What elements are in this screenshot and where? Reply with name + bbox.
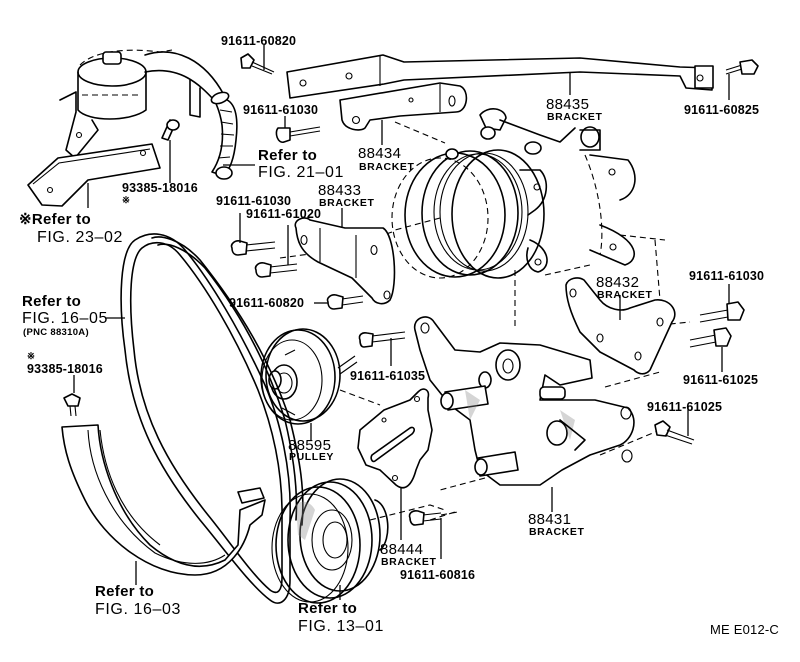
drive-belt: [105, 233, 304, 604]
label-bracket-88434-number: 88434: [358, 145, 402, 162]
bolt-91611-61030-left: [230, 213, 276, 256]
ref-fig-23-02-line1: ※Refer to: [19, 211, 91, 228]
label-bolt-91611-60820-top: 91611-60820: [221, 34, 297, 48]
label-bracket-88444-name: BRACKET: [381, 556, 437, 568]
ref-fig-16-05-line1: Refer to: [22, 293, 82, 310]
label-bracket-88431-name: BRACKET: [529, 526, 585, 538]
label-pulley-88595-name: PULLEY: [289, 451, 335, 463]
bolt-91611-60825: [725, 59, 759, 100]
label-bolt-91611-60825: 91611-60825: [684, 103, 760, 117]
label-bracket-88433-name: BRACKET: [319, 197, 375, 209]
ref-fig-13-01-line2[interactable]: FIG. 13–01: [298, 618, 385, 635]
bracket-88433: [294, 208, 396, 305]
screw-93385-lower: [63, 375, 81, 417]
label-bolt-91611-61020-left: 91611-61020: [246, 207, 322, 221]
bolt-91611-61035: [358, 331, 406, 366]
bolt-91611-61020-left: [254, 225, 298, 278]
bolt-91611-61025-right-lower: [654, 405, 695, 445]
ref-fig-16-05-line2[interactable]: FIG. 16–05: [22, 310, 109, 327]
pulley-88595: [260, 328, 358, 440]
bolt-91611-60820-top: [240, 45, 275, 75]
label-bolt-91611-61030-right: 91611-61030: [689, 269, 765, 283]
label-screw-93385-upper: 93385-18016: [122, 181, 198, 195]
marker-screw-93385-lower: ※: [27, 351, 36, 362]
label-bolt-91611-60816: 91611-60816: [400, 568, 476, 582]
ref-fig-16-03-line2[interactable]: FIG. 16–03: [95, 601, 182, 618]
label-screw-93385-lower: 93385-18016: [27, 362, 103, 376]
label-pulley-88595-number: 88595: [288, 437, 332, 454]
ac-compressor: [391, 108, 666, 279]
label-bolt-91611-61030-upper: 91611-61030: [243, 103, 319, 117]
label-bracket-88444-number: 88444: [380, 541, 424, 558]
bolt-91611-60820-left: [314, 294, 364, 310]
air-component-top-left: [59, 49, 238, 180]
label-bolt-91611-61025-right-upper: 91611-61025: [683, 373, 759, 387]
bolt-91611-61030-right: [699, 284, 745, 323]
label-bracket-88435-name: BRACKET: [547, 111, 603, 123]
label-bracket-88432-name: BRACKET: [597, 289, 653, 301]
screw-93385-upper: [161, 119, 180, 183]
drawing-code: ME E012-C: [710, 622, 779, 637]
bracket-88434: [339, 82, 468, 145]
label-bracket-88433-number: 88433: [318, 182, 362, 199]
label-bolt-91611-61035: 91611-61035: [350, 369, 426, 383]
label-bolt-91611-61030-left: 91611-61030: [216, 194, 292, 208]
label-bolt-91611-61025-right-lower: 91611-61025: [647, 400, 723, 414]
bracket-88431: [413, 316, 635, 512]
left-bracket-fig-23-02: [27, 143, 161, 208]
bracket-88432: [565, 277, 676, 375]
ref-fig-23-02-line2[interactable]: FIG. 23–02: [37, 229, 124, 246]
label-bracket-88432-number: 88432: [596, 274, 640, 291]
ref-fig-21-01-line2[interactable]: FIG. 21–01: [258, 164, 345, 181]
crankshaft-pulley: [271, 478, 389, 604]
marker-screw-93385-upper: ※: [122, 195, 131, 206]
label-bracket-88435-number: 88435: [546, 96, 590, 113]
ref-fig-16-03-line1: Refer to: [95, 583, 155, 600]
belt-guard: [61, 424, 266, 585]
bracket-88435: [286, 54, 714, 99]
label-bolt-91611-60820-left: 91611-60820: [229, 296, 305, 310]
label-bracket-88431-number: 88431: [528, 511, 572, 528]
ref-fig-16-05-note: (PNC 88310A): [23, 327, 89, 338]
bolt-91611-60816: [408, 510, 459, 559]
bolt-91611-61030-upper: [275, 116, 321, 143]
ref-fig-13-01-line1: Refer to: [298, 600, 358, 617]
label-bracket-88434-name: BRACKET: [359, 161, 415, 173]
ref-fig-21-01-line1: Refer to: [258, 147, 318, 164]
bracket-88444: [357, 388, 433, 540]
bolt-91611-61025-right-upper: [689, 327, 732, 372]
